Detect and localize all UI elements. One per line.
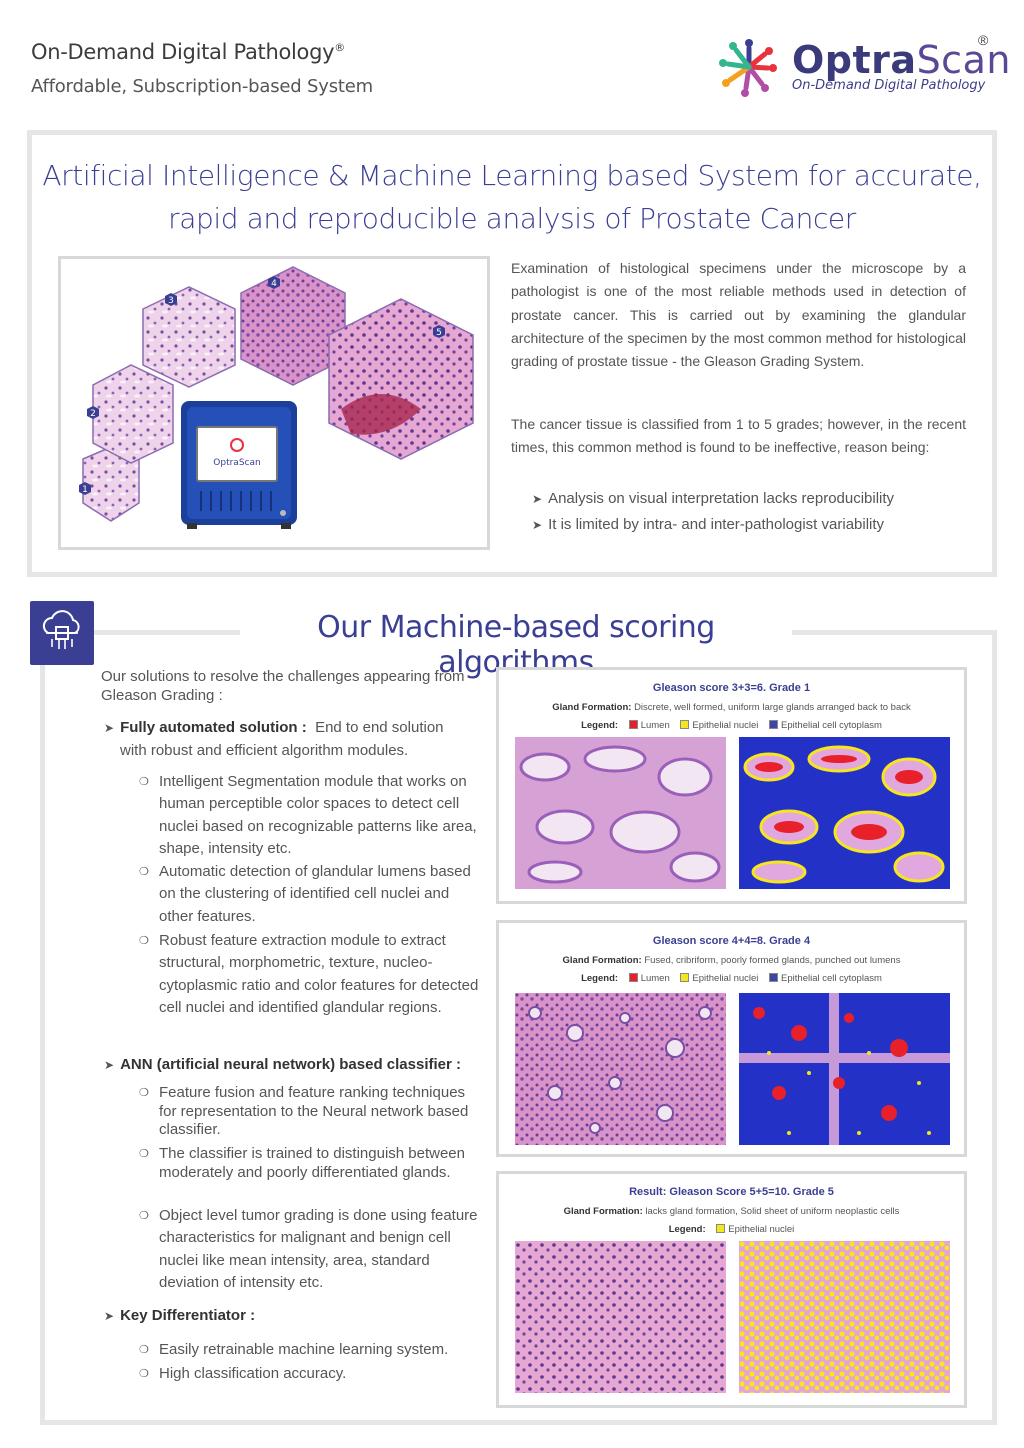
header-title: On-Demand Digital Pathology® xyxy=(31,40,345,64)
sub-bullet: ❍High classification accuracy. xyxy=(139,1365,347,1382)
feature-ann-classifier: ➤ANN (artificial neural network) based c… xyxy=(104,1056,461,1073)
hex-badge-5 xyxy=(433,325,445,338)
panel-title: Gleason score 3+3=6. Grade 1 xyxy=(652,682,811,694)
panel-title: Result: Gleason Score 5+5=10. Grade 5 xyxy=(629,1186,834,1198)
gleason-panel-grade-5: Result: Gleason Score 5+5=10. Grade 5 Gl… xyxy=(496,1171,967,1408)
tissue-hex-grade-2 xyxy=(92,364,174,464)
section1-title: Artificial Intelligence & Machine Learni… xyxy=(42,159,982,235)
arrow-bullet-icon: ➤ xyxy=(104,721,115,735)
circle-bullet-icon: ❍ xyxy=(139,775,149,788)
hex-badge-3 xyxy=(165,293,177,306)
circle-bullet-icon: ❍ xyxy=(139,1367,149,1380)
arrow-bullet-icon: ➤ xyxy=(532,518,543,532)
sub-bullet: ❍The classifier is trained to distinguis… xyxy=(139,1145,465,1181)
legend-swatch-epithelial-nuclei xyxy=(680,720,690,729)
tissue-image-original xyxy=(515,1241,726,1393)
hex-label-3: 3 xyxy=(168,296,174,306)
section1-bullet: ➤It is limited by intra- and inter-patho… xyxy=(532,516,885,533)
gleason-panel-grade-1: Gleason score 3+3=6. Grade 1 Gland Forma… xyxy=(496,667,967,904)
section1-paragraph-1: Examination of histological specimens un… xyxy=(511,260,966,370)
logo-wordmark: OptraScan xyxy=(792,38,1011,82)
sub-bullet: ❍Object level tumor grading is done usin… xyxy=(139,1207,478,1291)
hex-label-2: 2 xyxy=(90,409,96,419)
sub-bullet: ❍Robust feature extraction module to ext… xyxy=(139,932,479,1016)
section2-title-backdrop xyxy=(240,605,792,659)
section1-paragraph-2: The cancer tissue is classified from 1 t… xyxy=(511,416,966,456)
tissue-image-segmented xyxy=(739,737,950,889)
header-subtitle: Affordable, Subscription-based System xyxy=(31,76,373,97)
arrow-bullet-icon: ➤ xyxy=(532,492,543,506)
section1-frame xyxy=(27,130,997,577)
optrascan-logo: OptraScan ® On-Demand Digital Pathology xyxy=(716,32,1010,104)
feature-fully-automated: ➤Fully automated solution : End to end s… xyxy=(104,719,444,736)
tissue-image-original xyxy=(515,737,726,889)
section1-bullet: ➤Analysis on visual interpretation lacks… xyxy=(532,490,895,507)
logo-registered-mark: ® xyxy=(978,32,989,48)
hex-label-1: 1 xyxy=(82,485,88,495)
circle-bullet-icon: ❍ xyxy=(139,934,149,947)
tissue-hex-grade-3 xyxy=(142,286,236,388)
sub-bullet: ❍Intelligent Segmentation module that wo… xyxy=(139,773,477,857)
tissue-image-segmented xyxy=(739,993,950,1145)
hex-label-4: 4 xyxy=(271,279,277,289)
feature-key-differentiator: ➤Key Differentiator : xyxy=(104,1307,256,1324)
arrow-bullet-icon: ➤ xyxy=(104,1309,115,1323)
tissue-image-original xyxy=(515,993,726,1145)
section2-intro: Our solutions to resolve the challenges … xyxy=(101,668,465,704)
hex-badge-4 xyxy=(268,276,280,289)
panel-gland-formation: Gland Formation: Discrete, well formed, … xyxy=(552,702,911,713)
panel-legend: Legend: Lumen Epithelial nuclei Epitheli… xyxy=(581,720,882,731)
panel-legend: Legend: Lumen Epithelial nuclei Epitheli… xyxy=(581,973,882,984)
optrascan-logo-icon xyxy=(719,39,777,97)
logo-tagline: On-Demand Digital Pathology xyxy=(792,78,986,93)
hex-label-5: 5 xyxy=(436,328,442,338)
scanner-device: OptraScan xyxy=(181,401,297,529)
legend-swatch-epithelial-nuclei xyxy=(716,1224,726,1233)
prostate-grades-illustration: OptraScan 1 2 3 4 5 xyxy=(58,256,490,550)
legend-swatch-epithelial-nuclei xyxy=(680,973,690,982)
panel-title: Gleason score 4+4=8. Grade 4 xyxy=(652,935,811,947)
circle-bullet-icon: ❍ xyxy=(139,1086,149,1099)
sub-bullet: ❍Automatic detection of glandular lumens… xyxy=(139,863,471,925)
legend-swatch-lumen xyxy=(628,720,638,729)
device-brand-label: OptraScan xyxy=(213,458,260,468)
sub-bullet: ❍Feature fusion and feature ranking tech… xyxy=(139,1084,469,1139)
cloud-chip-icon xyxy=(30,601,94,665)
circle-bullet-icon: ❍ xyxy=(139,1209,149,1222)
sub-bullet: ❍Easily retrainable machine learning sys… xyxy=(139,1341,449,1358)
gleason-panel-grade-4: Gleason score 4+4=8. Grade 4 Gland Forma… xyxy=(496,920,967,1157)
panel-gland-formation: Gland Formation: Fused, cribriform, poor… xyxy=(562,955,901,966)
panel-gland-formation: Gland Formation: lacks gland formation, … xyxy=(563,1206,900,1217)
legend-swatch-cytoplasm xyxy=(769,720,779,729)
tissue-image-segmented xyxy=(739,1241,950,1393)
tissue-hex-grade-5 xyxy=(328,298,474,460)
circle-bullet-icon: ❍ xyxy=(139,1343,149,1356)
hex-badge-2 xyxy=(87,406,99,419)
circle-bullet-icon: ❍ xyxy=(139,865,149,878)
circle-bullet-icon: ❍ xyxy=(139,1147,149,1160)
legend-swatch-cytoplasm xyxy=(769,973,779,982)
tissue-hexagons-graphic: OptraScan 1 2 3 4 5 xyxy=(79,266,474,529)
hex-badge-1 xyxy=(79,482,91,495)
section1-bullet-list: ➤Analysis on visual interpretation lacks… xyxy=(532,490,972,542)
panel-legend: Legend: Epithelial nuclei xyxy=(668,1224,795,1235)
feature-fully-automated-cont: with robust and efficient algorithm modu… xyxy=(120,742,409,759)
arrow-bullet-icon: ➤ xyxy=(104,1058,115,1072)
legend-swatch-lumen xyxy=(628,973,638,982)
